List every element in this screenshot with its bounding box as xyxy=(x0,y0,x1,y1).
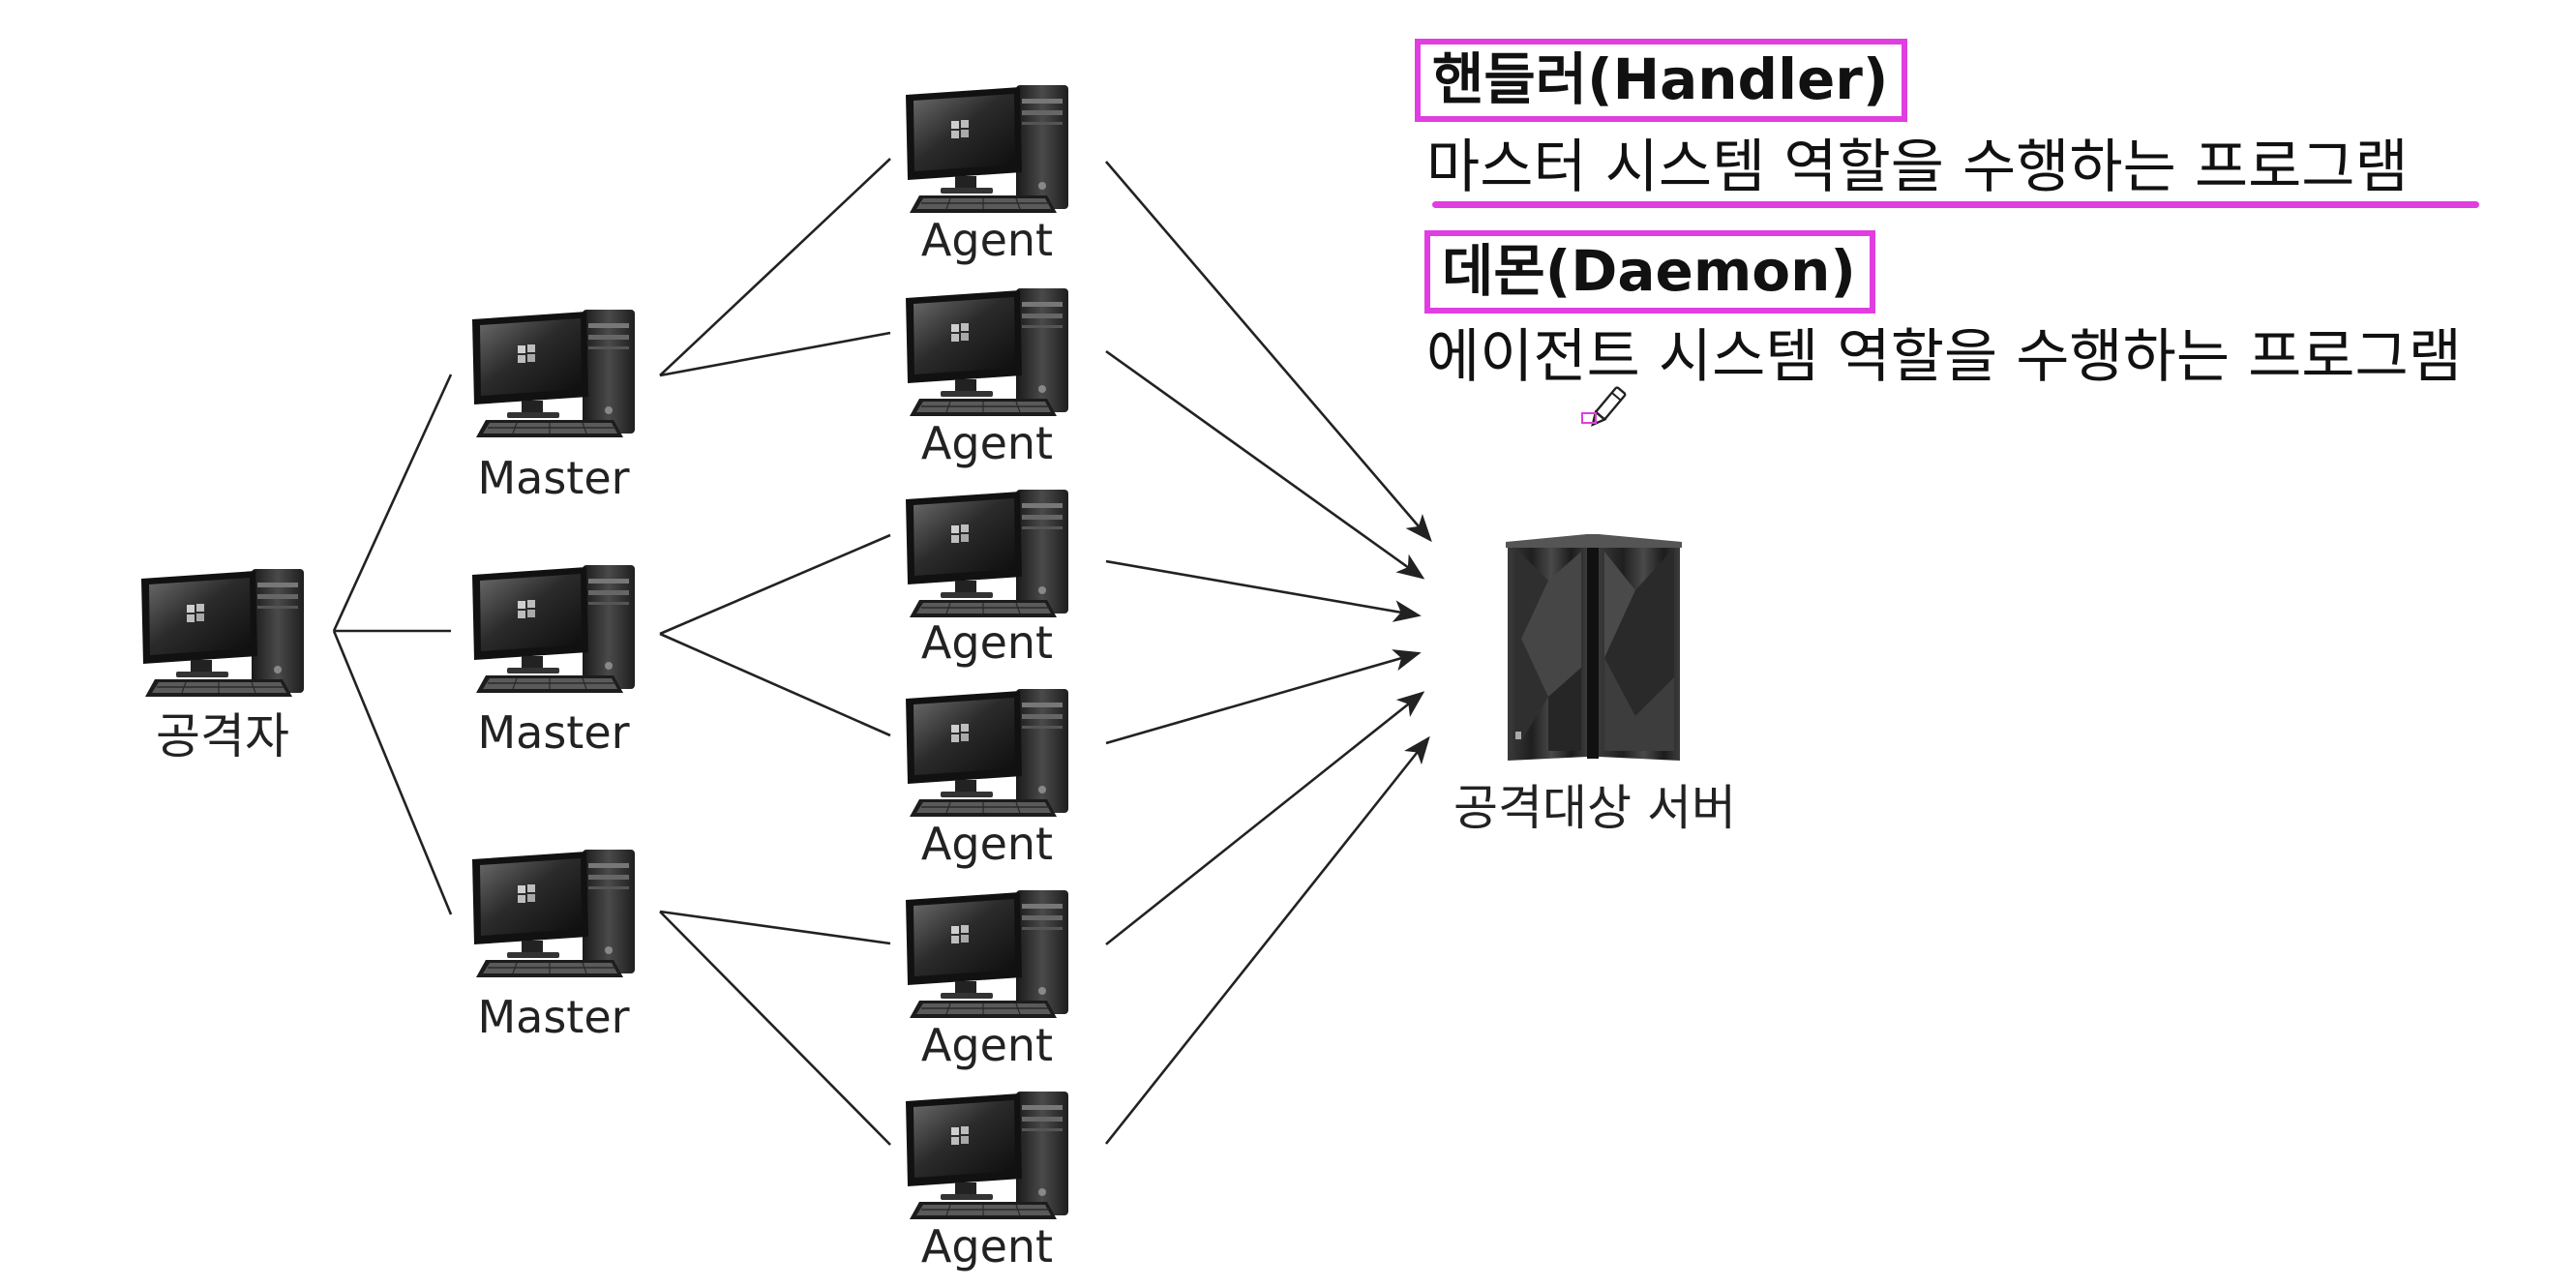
agent-label: Agent xyxy=(921,1220,1053,1272)
master-to-agent-links xyxy=(659,158,891,1146)
desktop-computer-icon xyxy=(471,309,636,438)
link-master1-agent1 xyxy=(659,158,891,376)
mainframe-server-icon xyxy=(1506,534,1682,761)
master-node-2: Master xyxy=(471,564,636,759)
attacker-node: 공격자 xyxy=(140,568,305,764)
agent-node-1: Agent xyxy=(905,84,1069,266)
arrow-agent6-target xyxy=(1104,735,1430,1145)
agent-node-6: Agent xyxy=(905,1091,1069,1272)
link-attacker-master-1 xyxy=(332,374,453,632)
arrow-agent2-target xyxy=(1105,349,1425,580)
desktop-computer-icon xyxy=(471,849,636,978)
agent-label: Agent xyxy=(921,1019,1053,1071)
daemon-term-box: 데몬(Daemon) xyxy=(1424,230,1875,314)
daemon-description: 에이전트 시스템 역할을 수행하는 프로그램 xyxy=(1426,323,2462,391)
master-label: Master xyxy=(477,452,629,504)
handler-term: 핸들러(Handler) xyxy=(1432,46,1889,112)
agent-node-3: Agent xyxy=(905,489,1069,669)
master-label: Master xyxy=(477,991,629,1043)
link-master2-agent4 xyxy=(659,632,891,737)
arrow-agent3-target xyxy=(1105,559,1422,622)
agent-node-2: Agent xyxy=(905,287,1069,469)
agent-to-target-arrows xyxy=(1104,161,1432,1145)
daemon-term: 데몬(Daemon) xyxy=(1442,238,1856,304)
desktop-computer-icon xyxy=(905,84,1069,214)
desktop-computer-icon xyxy=(471,564,636,694)
handler-description: 마스터 시스템 역할을 수행하는 프로그램 xyxy=(1426,134,2409,201)
link-master2-agent3 xyxy=(659,533,891,636)
attacker-label: 공격자 xyxy=(156,708,289,764)
master-node-1: Master xyxy=(471,309,636,504)
agent-label: Agent xyxy=(921,616,1053,669)
agent-node-4: Agent xyxy=(905,688,1069,870)
link-master3-agent5 xyxy=(659,910,891,945)
arrow-agent1-target xyxy=(1105,161,1432,543)
desktop-computer-icon xyxy=(905,889,1069,1019)
handler-term-box: 핸들러(Handler) xyxy=(1415,39,1908,122)
desktop-computer-icon xyxy=(905,1091,1069,1220)
attacker-to-master-links xyxy=(332,374,453,915)
agent-label: Agent xyxy=(921,818,1053,870)
arrow-agent5-target xyxy=(1105,691,1425,946)
link-master1-agent2 xyxy=(659,331,891,377)
target-server-label: 공격대상 서버 xyxy=(1453,780,1736,836)
handler-highlight-underline xyxy=(1432,201,2479,208)
desktop-computer-icon xyxy=(905,287,1069,417)
pen-cursor-icon xyxy=(1581,386,1627,427)
link-attacker-master-3 xyxy=(332,630,453,915)
agent-node-5: Agent xyxy=(905,889,1069,1071)
agent-label: Agent xyxy=(921,417,1053,469)
agent-label: Agent xyxy=(921,214,1053,266)
link-master3-agent6 xyxy=(659,911,891,1146)
master-node-3: Master xyxy=(471,849,636,1043)
master-label: Master xyxy=(477,706,629,759)
target-server-node: 공격대상 서버 xyxy=(1453,534,1736,836)
desktop-computer-icon xyxy=(905,489,1069,618)
arrow-agent4-target xyxy=(1105,649,1422,745)
desktop-computer-icon xyxy=(140,568,305,698)
desktop-computer-icon xyxy=(905,688,1069,818)
